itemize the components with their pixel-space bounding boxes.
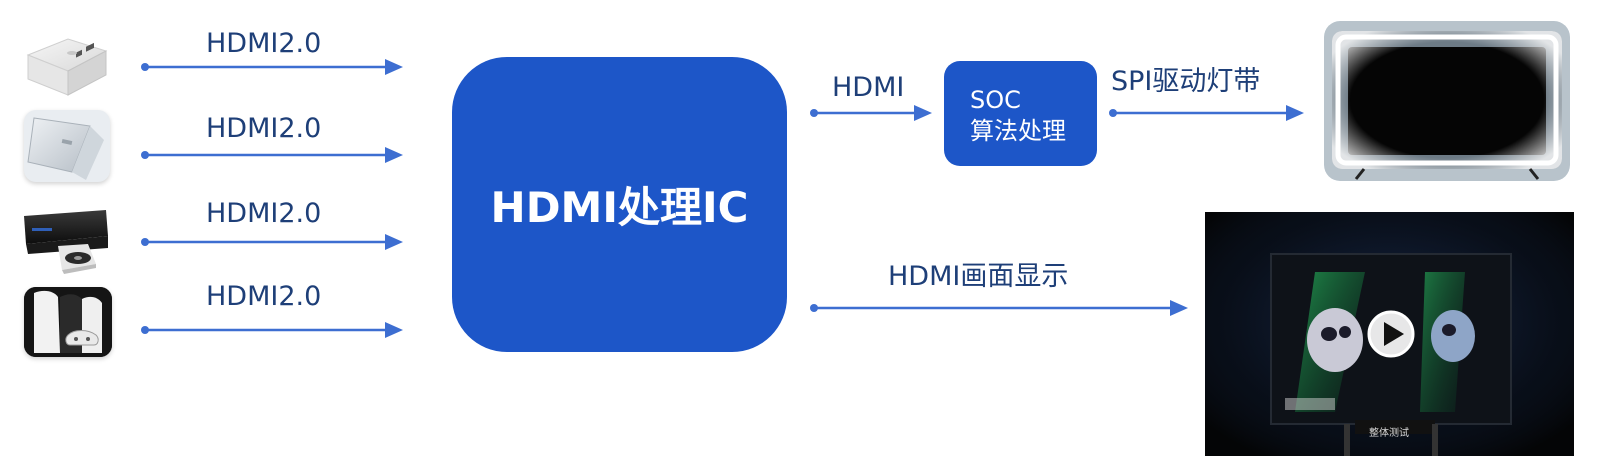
input-label-1: HDMI2.0 <box>206 28 322 59</box>
input-arrow-1 <box>141 59 403 75</box>
input-label-2: HDMI2.0 <box>206 113 322 144</box>
to-soc-arrow <box>810 105 932 121</box>
soc-label-line2: 算法处理 <box>970 117 1066 145</box>
soc-box: SOC 算法处理 <box>944 61 1097 166</box>
input-label-4: HDMI2.0 <box>206 281 322 312</box>
display-video-image: 整体测试 <box>1205 212 1574 456</box>
bluray-player-icon <box>18 206 112 276</box>
led-strip-tv-image <box>1324 21 1570 181</box>
input-arrow-2 <box>141 147 403 163</box>
tv-box-icon <box>24 33 108 105</box>
hdmi-processor-box: HDMI处理IC <box>452 57 787 352</box>
input-arrow-4 <box>141 322 403 338</box>
input-label-3: HDMI2.0 <box>206 198 322 229</box>
to-led-arrow <box>1109 105 1304 121</box>
display-caption: 整体测试 <box>1369 428 1409 439</box>
laptop-icon <box>24 110 110 182</box>
soc-label-line1: SOC <box>970 86 1021 114</box>
hdmi-processor-label: HDMI处理IC <box>490 183 749 232</box>
to-display-label: HDMI画面显示 <box>888 261 1069 292</box>
to-soc-label: HDMI <box>832 72 905 103</box>
game-console-icon <box>24 287 112 357</box>
to-led-label: SPI驱动灯带 <box>1111 66 1261 97</box>
to-display-arrow <box>810 300 1188 316</box>
input-arrow-3 <box>141 234 403 250</box>
